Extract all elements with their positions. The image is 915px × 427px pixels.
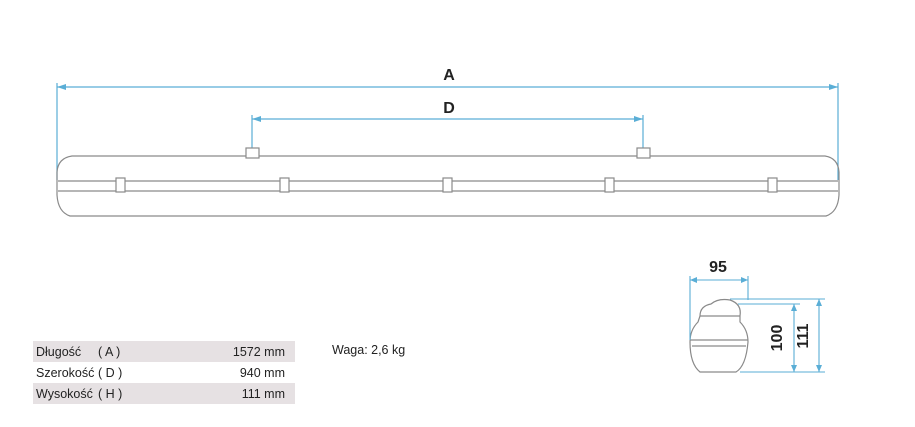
spec-value: 1572 mm	[232, 344, 285, 359]
spec-row-length: Długość ( A ) 1572 mm	[33, 341, 295, 362]
spec-name: Długość	[36, 344, 82, 359]
spec-row-width: Szerokość ( D ) 940 mm	[33, 362, 295, 383]
spec-value: 111 mm	[241, 386, 285, 401]
spec-code: ( D )	[98, 365, 123, 380]
dimension-a-label: A	[443, 67, 455, 84]
spec-name: Wysokość	[36, 386, 93, 401]
dimension-a	[56, 83, 839, 180]
spec-row-height: Wysokość ( H ) 111 mm	[33, 383, 295, 404]
dimension-95-label: 95	[709, 259, 727, 276]
dimension-100	[738, 303, 825, 373]
fixture-end-view	[689, 298, 749, 373]
spec-code: ( A )	[98, 344, 121, 359]
dimension-d	[251, 115, 644, 150]
dimension-100-label: 100	[769, 325, 786, 352]
dimension-111	[730, 298, 825, 372]
dimension-95	[689, 276, 749, 340]
spec-table: Długość ( A ) 1572 mm Szerokość ( D ) 94…	[33, 341, 295, 404]
weight-label: Waga: 2,6 kg	[332, 343, 406, 357]
dimension-111-label: 111	[795, 323, 812, 348]
spec-name: Szerokość	[36, 365, 95, 380]
spec-value: 940 mm	[239, 365, 285, 380]
fixture-side-view	[56, 147, 840, 217]
dimension-d-label: D	[443, 100, 455, 117]
spec-code: ( H )	[98, 386, 123, 401]
